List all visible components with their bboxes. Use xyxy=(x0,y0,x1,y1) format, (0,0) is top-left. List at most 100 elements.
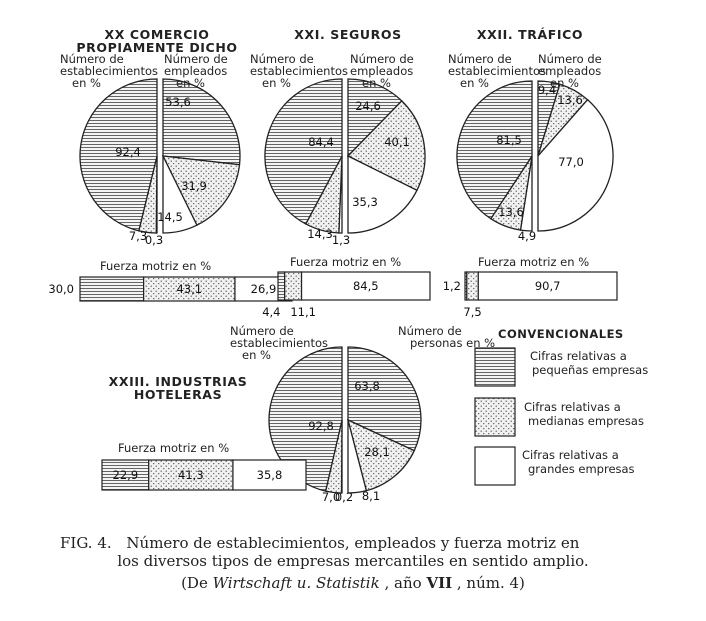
panel-2-left-header-line-1: Número de xyxy=(250,52,314,66)
pie-2-left-label-small: 84,4 xyxy=(308,135,334,149)
pie-2-left-slice-small xyxy=(264,78,343,225)
bar-3-segment-medium xyxy=(466,271,479,301)
panel-4-left-header-line-2: establecimientos xyxy=(230,336,328,350)
pie-3-right-label-small: 9,4 xyxy=(538,83,556,97)
bar-3-segment-large xyxy=(477,271,618,301)
pie-3-left-label-medium: 13,6 xyxy=(498,205,524,219)
pie-1-right-label-medium: 31,9 xyxy=(181,179,207,193)
pie-2-right-slice-large xyxy=(347,154,418,234)
caption-line-2: los diversos tipos de empresas mercantil… xyxy=(117,552,588,570)
bar-2-segment-small xyxy=(277,271,286,301)
panel-3-right-header-line-1: Número de xyxy=(538,52,602,66)
caption-source-issue: , núm. 4) xyxy=(457,574,525,592)
pie-2-right-slice-medium xyxy=(346,99,426,192)
panel-3-right-header-line-3: en % xyxy=(550,76,579,90)
pie-1-right-slice-large xyxy=(162,155,198,234)
panel-1-title-line-2: PROPIAMENTE DICHO xyxy=(76,40,237,55)
pie-2-left-label-medium: 14,3 xyxy=(307,227,333,241)
bar-3-label-small: 1,2 xyxy=(443,279,461,293)
legend-large-line2: grandes empresas xyxy=(528,462,635,476)
panel-2-bar-title: Fuerza motriz en % xyxy=(290,255,401,269)
panel-3-bar-title: Fuerza motriz en % xyxy=(478,255,589,269)
bar-1-label-large: 26,9 xyxy=(251,282,277,296)
pie-1-left-slice-small xyxy=(79,78,158,232)
pie-3-right-label-medium: 13,6 xyxy=(557,93,583,107)
panel-3-title-line-1: XXII. TRÁFICO xyxy=(477,27,583,42)
caption-source-year-label: , año xyxy=(384,574,426,592)
pie-2-right-label-small: 24,6 xyxy=(355,99,381,113)
pie-2-right-label-large: 35,3 xyxy=(352,195,378,209)
pie-4-left-label-large: 0,2 xyxy=(335,490,353,504)
bar-2-label-large: 84,5 xyxy=(353,279,379,293)
panel-1-left-header-line-1: Número de xyxy=(60,52,124,66)
pie-4-right-label-large: 8,1 xyxy=(362,489,380,503)
panel-2-right-header-line-1: Número de xyxy=(350,52,414,66)
caption-source-year: VII xyxy=(425,574,452,592)
panel-1-left-header-line-2: establecimientos xyxy=(60,64,158,78)
panel-4-right-header-line-2: personas en % xyxy=(410,336,495,350)
pie-2-right-slice-small xyxy=(347,78,403,158)
pie-3-left-slice-small xyxy=(456,80,533,220)
panel-1-left-header-line-3: en % xyxy=(72,76,101,90)
pie-4-left-label-small: 92,8 xyxy=(308,419,334,433)
bar-1-label-small: 30,0 xyxy=(48,282,74,296)
bar-3-label-large: 90,7 xyxy=(535,279,561,293)
pie-4-right-slice-large xyxy=(347,419,368,494)
panel-1-right-header-line-1: Número de xyxy=(164,52,228,66)
legend-small-line1: Cifras relativas a xyxy=(530,349,627,363)
legend-small-line2: pequeñas empresas xyxy=(532,363,648,377)
pie-1-left-label-medium: 7,3 xyxy=(129,229,147,243)
bar-2-segment-medium xyxy=(284,271,303,301)
bar-4-segment-large xyxy=(232,459,307,491)
panel-1-right-header-line-2: empleados xyxy=(164,64,227,78)
pie-1-right-slice-small xyxy=(162,78,241,166)
panel-1-title-line-1: XX COMERCIO xyxy=(104,27,209,42)
panel-2-left-header-line-2: establecimientos xyxy=(250,64,348,78)
bar-4-label-medium: 41,3 xyxy=(178,468,204,482)
pie-4-right-slice-medium xyxy=(347,418,416,492)
legend-medium-line1: Cifras relativas a xyxy=(524,400,621,414)
pie-4-right-slice-small xyxy=(347,346,422,452)
bar-2-label-medium: 11,1 xyxy=(290,305,316,319)
panel-2-right-header-line-2: empleados xyxy=(350,64,413,78)
pie-4-left-label-medium: 7,0 xyxy=(322,490,340,504)
panel-4-title-line-2: HOTELERAS xyxy=(134,387,222,402)
panel-3-right-header-line-2: empleados xyxy=(538,64,601,78)
caption-fig-number: FIG. 4. xyxy=(60,534,112,552)
panel-2-title-line-1: XXI. SEGUROS xyxy=(294,27,401,42)
panel-1-bar-title: Fuerza motriz en % xyxy=(100,259,211,273)
legend-swatch-medium xyxy=(474,397,516,437)
panel-4-bar-title: Fuerza motriz en % xyxy=(118,441,229,455)
legend-large-line1: Cifras relativas a xyxy=(522,448,619,462)
panel-4-right-header-line-1: Número de xyxy=(398,324,462,338)
pie-2-right-label-medium: 40,1 xyxy=(384,135,410,149)
bar-4-segment-small xyxy=(101,459,150,491)
caption-line-3: (De Wirtschaft u. Statistik , año VII , … xyxy=(181,574,525,592)
panel-4-left-header-line-1: Número de xyxy=(230,324,294,338)
bar-4-label-large: 35,8 xyxy=(257,468,283,482)
pie-3-right-label-large: 77,0 xyxy=(558,155,584,169)
bar-2-segment-large xyxy=(300,271,431,301)
pie-4-right-label-small: 63,8 xyxy=(354,379,380,393)
pie-1-right-label-small: 53,6 xyxy=(165,95,191,109)
panel-3-left-header-line-2: establecimientos xyxy=(448,64,546,78)
pie-1-right-slice-medium xyxy=(161,155,241,227)
panel-2-right-header-line-3: en % xyxy=(362,76,391,90)
pie-4-right-label-medium: 28,1 xyxy=(364,445,390,459)
caption-line-1-text: Número de establecimientos, empleados y … xyxy=(126,534,579,552)
legend-swatch-small xyxy=(474,347,516,387)
panel-4-title-line-1: XXIII. INDUSTRIAS xyxy=(109,374,248,389)
pie-3-left-label-small: 81,5 xyxy=(496,133,522,147)
legend-title: CONVENCIONALES xyxy=(498,327,624,341)
panel-3-left-header-line-3: en % xyxy=(460,76,489,90)
legend-medium-line2: medianas empresas xyxy=(528,414,644,428)
panel-4-left-header-line-3: en % xyxy=(242,348,271,362)
legend-swatch-large xyxy=(474,446,516,486)
legend: CONVENCIONALES Cifras relativas a pequeñ… xyxy=(474,327,648,486)
